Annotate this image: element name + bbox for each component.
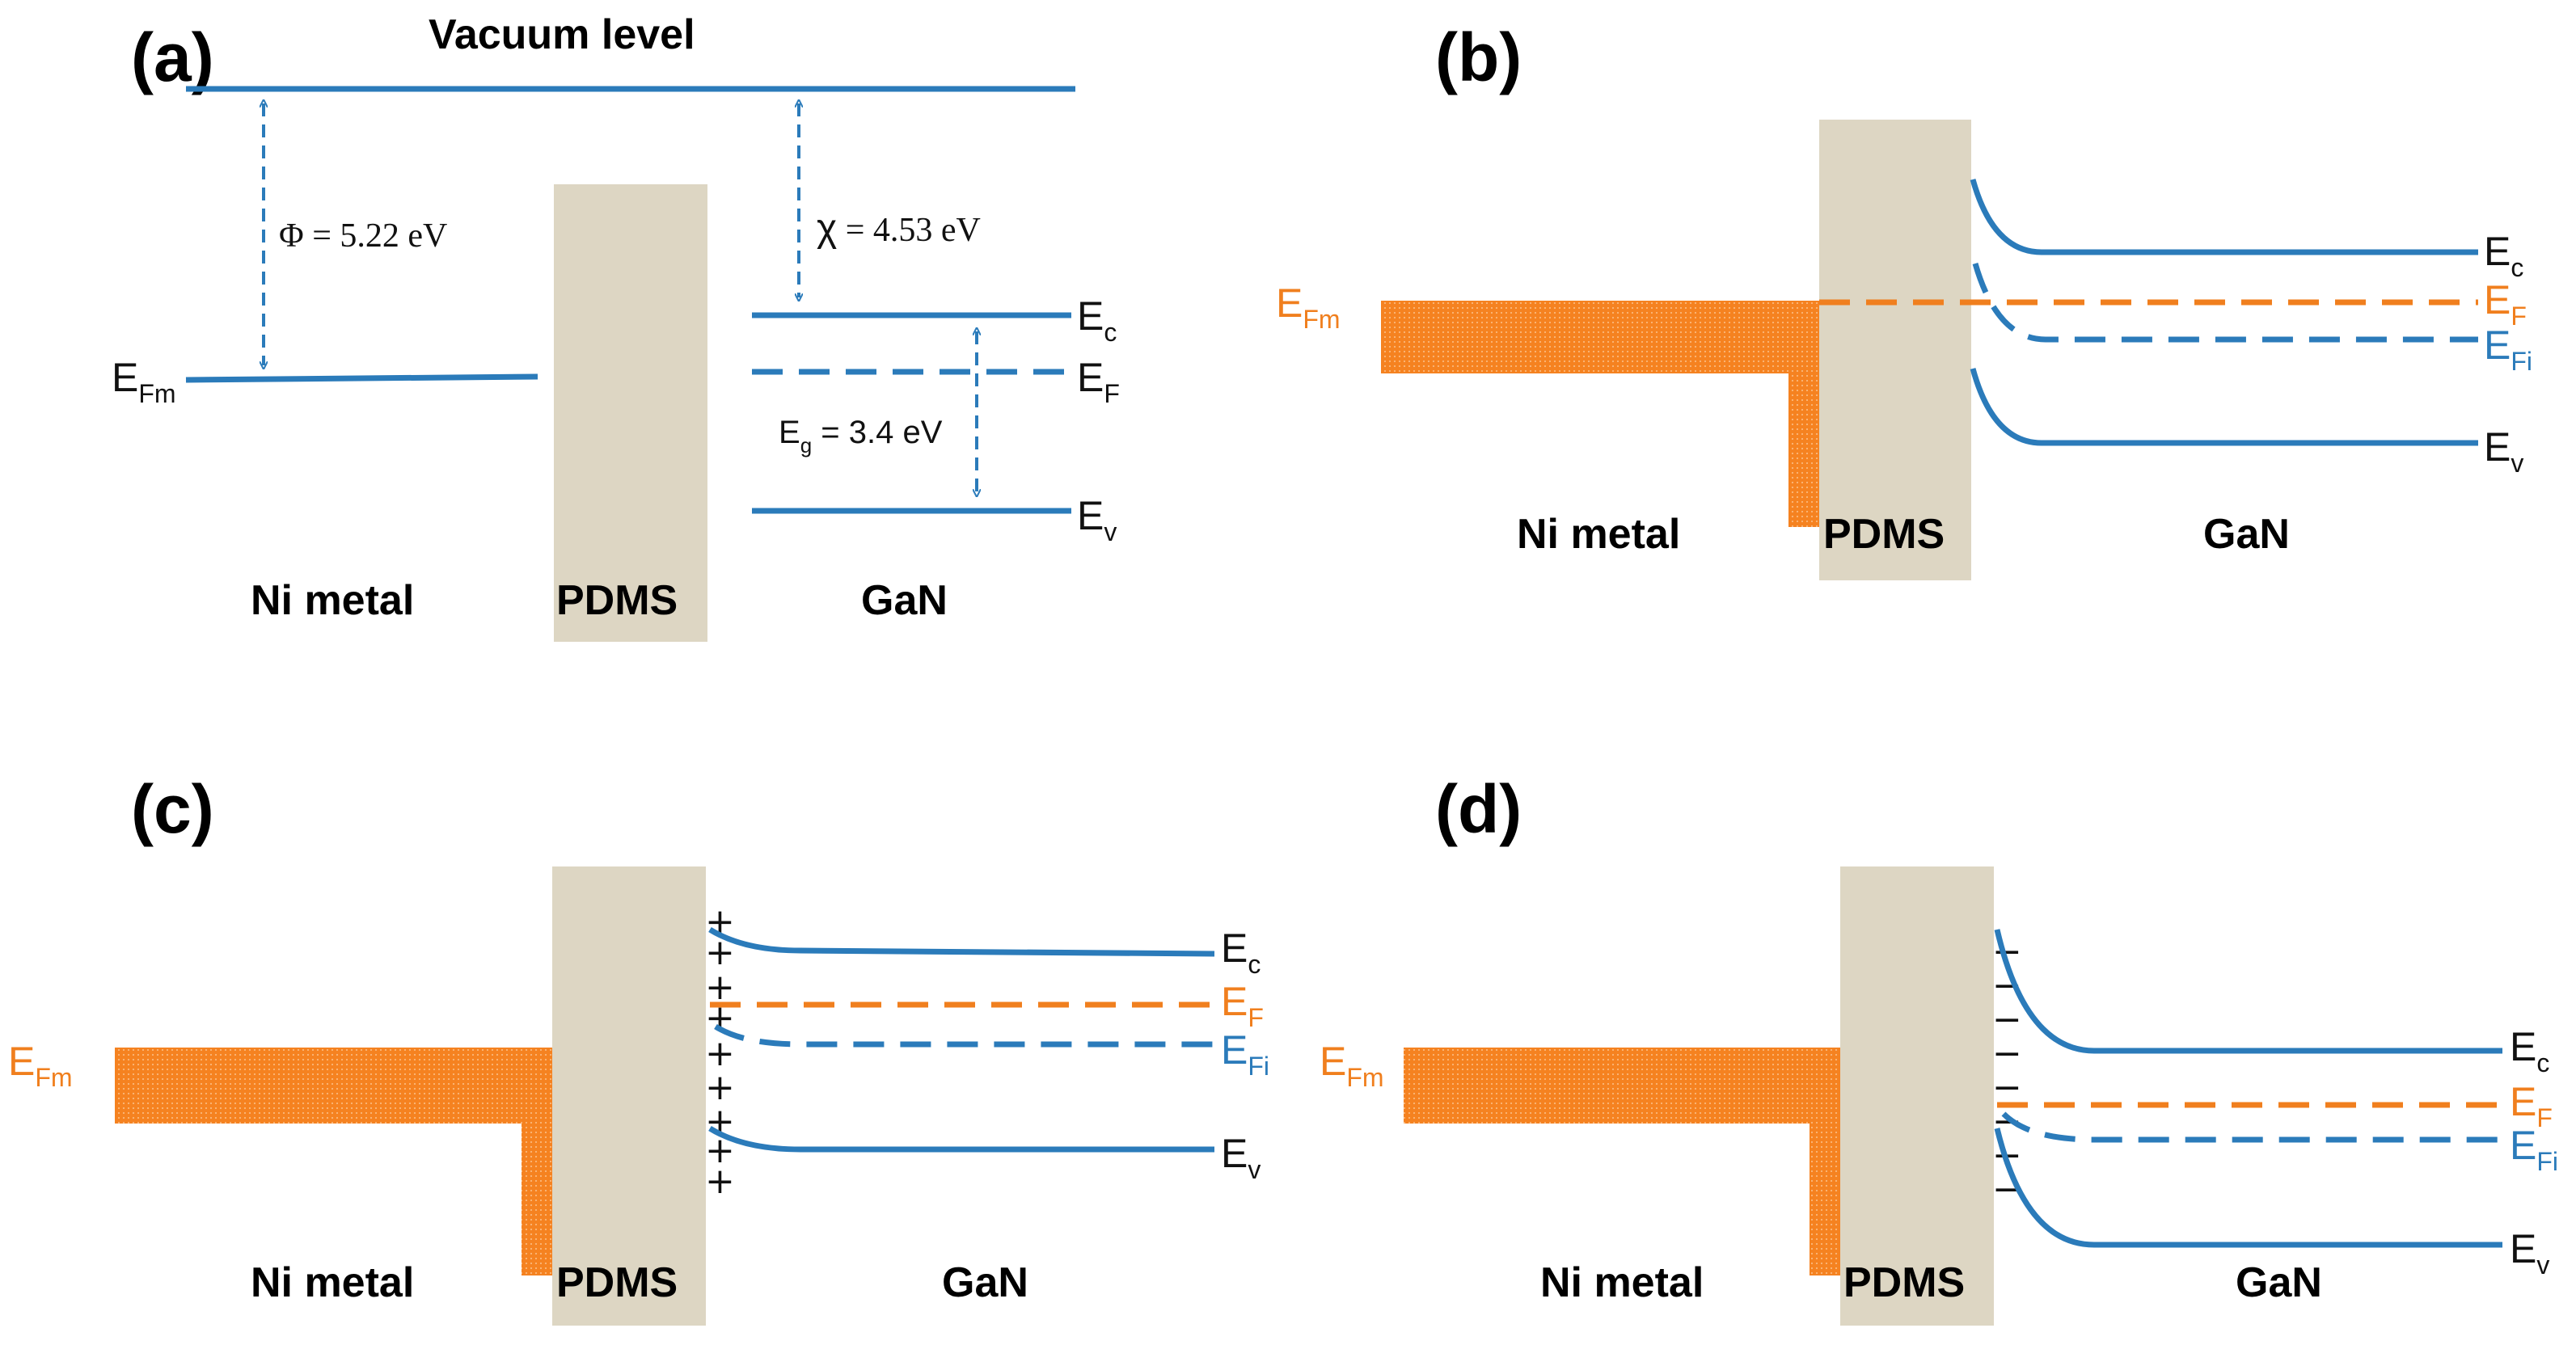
intrinsic-fermi-curve-c xyxy=(714,1024,1214,1048)
ni-metal-label-c: Ni metal xyxy=(251,1259,414,1306)
gan-label-c: GaN xyxy=(942,1259,1028,1306)
ni-metal-block-b xyxy=(1381,301,1819,527)
valence-band-curve-b xyxy=(1970,368,2478,446)
panel-c-label: (c) xyxy=(131,771,214,847)
valence-band-curve-c xyxy=(708,1126,1214,1153)
conduction-band-curve-d xyxy=(1994,929,2502,1054)
positive-charge-column: + + + + + + + + + xyxy=(705,901,735,1202)
gan-label-b: GaN xyxy=(2203,511,2290,558)
negative-charge: − xyxy=(1992,999,2022,1040)
pdms-label-a: PDMS xyxy=(556,577,678,624)
ni-metal-block-d xyxy=(1404,1048,1840,1275)
negative-charge: − xyxy=(1992,1067,2022,1108)
ec-label-c: Ec xyxy=(1221,925,1261,979)
panel-a: (a) Vacuum level Φ = 5.22 eV χ = 4.53 eV… xyxy=(112,11,1120,642)
positive-charge: + xyxy=(705,1033,735,1074)
electron-affinity-label: χ = 4.53 eV xyxy=(817,207,981,250)
panel-b-label: (b) xyxy=(1435,19,1522,95)
panel-a-label: (a) xyxy=(131,19,214,95)
efi-label-d: EFi xyxy=(2510,1123,2558,1176)
pdms-layer-c xyxy=(552,866,706,1326)
valence-band-curve-d xyxy=(1994,1128,2502,1248)
ef-label-d: EF xyxy=(2510,1079,2553,1132)
efi-label-c: EFi xyxy=(1221,1027,1269,1081)
panel-d-label: (d) xyxy=(1435,771,1522,847)
efm-label-b: EFm xyxy=(1276,280,1341,334)
metal-fermi-level-line xyxy=(185,373,538,383)
ni-metal-block-c xyxy=(115,1048,552,1275)
ef-label-a: EF xyxy=(1077,355,1120,408)
ec-label-a: Ec xyxy=(1077,293,1117,347)
negative-charge-column: − − − − − − − − xyxy=(1992,931,2022,1210)
ni-metal-label-a: Ni metal xyxy=(251,577,414,624)
pdms-label-b: PDMS xyxy=(1823,511,1945,558)
positive-charge: + xyxy=(705,1161,735,1202)
panel-d: (d) EFm − − − − − − − − Ec EF EFi xyxy=(1320,771,2558,1326)
band-gap-label: Eg = 3.4 eV xyxy=(779,415,943,457)
efm-label-c: EFm xyxy=(8,1039,73,1092)
intrinsic-fermi-curve-b xyxy=(1972,263,2478,343)
pdms-layer-a xyxy=(554,184,707,642)
ef-label-c: EF xyxy=(1221,979,1264,1032)
ev-label-c: Ev xyxy=(1221,1131,1261,1184)
work-function-label: Φ = 5.22 eV xyxy=(279,217,447,255)
efm-label-a: EFm xyxy=(112,355,176,408)
negative-charge: − xyxy=(1992,1033,2022,1074)
ni-metal-label-d: Ni metal xyxy=(1540,1259,1704,1306)
panel-b: (b) EFm Ec EF EFi Ev Ni metal PDMS GaN xyxy=(1276,19,2532,580)
panel-c: (c) EFm + + + + + + + + + Ec EF xyxy=(8,771,1269,1326)
ec-label-b: Ec xyxy=(2484,229,2523,282)
conduction-band-curve-b xyxy=(1970,179,2478,255)
positive-charge: + xyxy=(705,967,735,1008)
ev-label-b: Ev xyxy=(2484,424,2523,478)
positive-charge: + xyxy=(705,1067,735,1108)
gan-label-a: GaN xyxy=(861,577,948,624)
intrinsic-fermi-curve-d xyxy=(2001,1111,2502,1143)
ni-metal-label-b: Ni metal xyxy=(1517,511,1680,558)
ef-label-b: EF xyxy=(2484,277,2527,331)
efm-label-d: EFm xyxy=(1320,1039,1384,1092)
gan-label-d: GaN xyxy=(2236,1259,2322,1306)
efi-label-b: EFi xyxy=(2484,323,2532,376)
ec-label-d: Ec xyxy=(2510,1024,2549,1077)
vacuum-level-label: Vacuum level xyxy=(429,11,695,58)
ev-label-d: Ev xyxy=(2510,1226,2549,1280)
pdms-label-d: PDMS xyxy=(1843,1259,1965,1306)
conduction-band-curve-c xyxy=(708,927,1215,957)
pdms-label-c: PDMS xyxy=(556,1259,678,1306)
ev-label-a: Ev xyxy=(1077,493,1117,546)
pdms-layer-b xyxy=(1819,120,1971,580)
pdms-layer-d xyxy=(1840,866,1994,1326)
